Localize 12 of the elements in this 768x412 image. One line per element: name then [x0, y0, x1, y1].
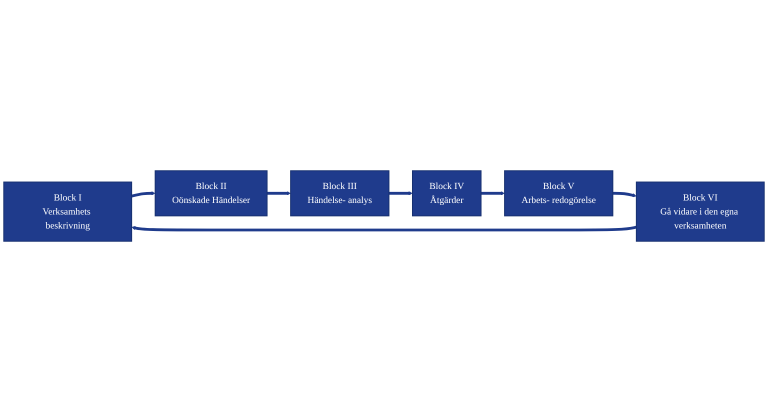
arrow [267, 191, 291, 196]
node-box: Block V Arbets- redogörelse [504, 170, 614, 216]
arrow [131, 226, 637, 232]
node-box: Block VI Gå vidare i den egna verksamheten [636, 182, 765, 242]
arrow [388, 191, 413, 196]
node-box: Block IV Åtgärder [412, 170, 482, 216]
arrow [131, 191, 156, 198]
node-box: Block I Verksamhets beskrivning [3, 182, 132, 242]
node-box: Block II Oönskade Händelser [154, 170, 268, 216]
arrow [481, 191, 505, 196]
arrow [612, 192, 637, 198]
node-box: Block III Händelse- analys [290, 170, 390, 216]
